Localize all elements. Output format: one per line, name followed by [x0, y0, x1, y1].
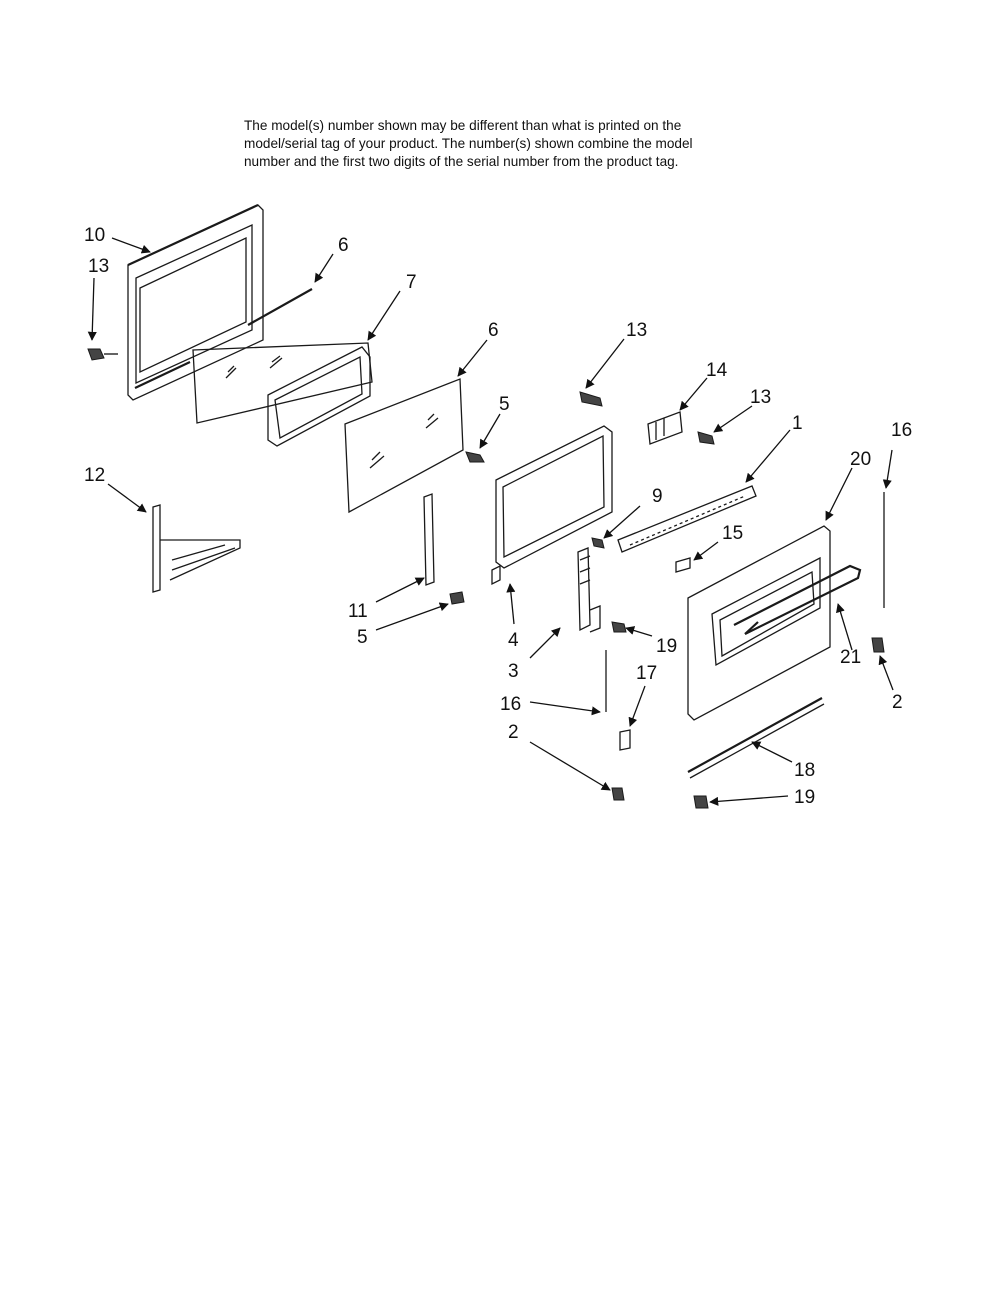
- part-14-hinge-bracket: [647, 411, 683, 445]
- part-15-block: [675, 557, 691, 573]
- callout-10: 10: [84, 225, 105, 246]
- callout-3: 3: [508, 661, 519, 682]
- callout-6: 6: [488, 320, 499, 341]
- part-7-glass-panel: [192, 342, 373, 424]
- part-4-door-liner: [491, 425, 613, 586]
- callout-1: 1: [792, 413, 803, 434]
- part-6-glass-panel: [344, 378, 464, 514]
- callout-16: 16: [500, 694, 521, 715]
- note-line-1: The model(s) number shown may be differe…: [244, 118, 682, 133]
- callout-12: 12: [84, 465, 105, 486]
- leader-lines: [87, 237, 894, 806]
- part-3-hinge: [577, 547, 601, 633]
- callout-15: 15: [722, 523, 743, 544]
- callout-9: 9: [652, 486, 663, 507]
- part-19-screw-middle: [611, 621, 627, 633]
- callout-13: 13: [88, 256, 109, 277]
- callout-labels: 10 13 6 7 6 13 14 13 5 1 16 20 12 9 15 1…: [84, 225, 912, 808]
- part-17-spacer: [619, 729, 631, 751]
- part-9-clip: [591, 537, 605, 549]
- callout-14: 14: [706, 360, 728, 381]
- part-13-screw-right: [697, 431, 715, 445]
- part-13-screw-middle: [579, 391, 603, 407]
- callout-19: 19: [794, 787, 815, 808]
- part-21-door-handle: [733, 564, 862, 635]
- part-11-side-trim: [423, 493, 435, 586]
- callout-16: 16: [891, 420, 912, 441]
- part-5-screw-top: [465, 451, 485, 463]
- callout-19: 19: [656, 636, 677, 657]
- callout-5: 5: [499, 394, 510, 415]
- part-18-bottom-trim: [687, 697, 825, 779]
- callout-13: 13: [750, 387, 771, 408]
- callout-2: 2: [508, 722, 519, 743]
- callout-2: 2: [892, 692, 903, 713]
- part-glass-insulation-panel: [267, 346, 371, 447]
- part-12-side-bracket: [152, 504, 241, 593]
- model-number-note: The model(s) number shown may be differe…: [244, 117, 764, 171]
- part-6-gasket-strip: [247, 288, 313, 326]
- callout-6: 6: [338, 235, 349, 256]
- callout-21: 21: [840, 647, 861, 668]
- part-5-screw-bottom: [449, 591, 465, 605]
- callout-11: 11: [348, 601, 368, 622]
- part-13-screw-left: [87, 348, 118, 361]
- callout-17: 17: [636, 663, 657, 684]
- callout-4: 4: [508, 630, 519, 651]
- part-1-vent-trim: [617, 485, 757, 553]
- note-line-2: model/serial tag of your product. The nu…: [244, 136, 693, 151]
- callout-13: 13: [626, 320, 647, 341]
- callout-7: 7: [406, 272, 417, 293]
- part-2-screw-right: [871, 637, 885, 653]
- callout-20: 20: [850, 449, 871, 470]
- part-2-screw-bottom: [611, 787, 625, 801]
- callout-5: 5: [357, 627, 368, 648]
- part-19-screw-bottom: [693, 795, 709, 809]
- part-20-outer-door-panel: [687, 525, 831, 721]
- callout-18: 18: [794, 760, 815, 781]
- note-line-3: number and the first two digits of the s…: [244, 154, 679, 169]
- part-10-inner-door-frame: [127, 204, 264, 401]
